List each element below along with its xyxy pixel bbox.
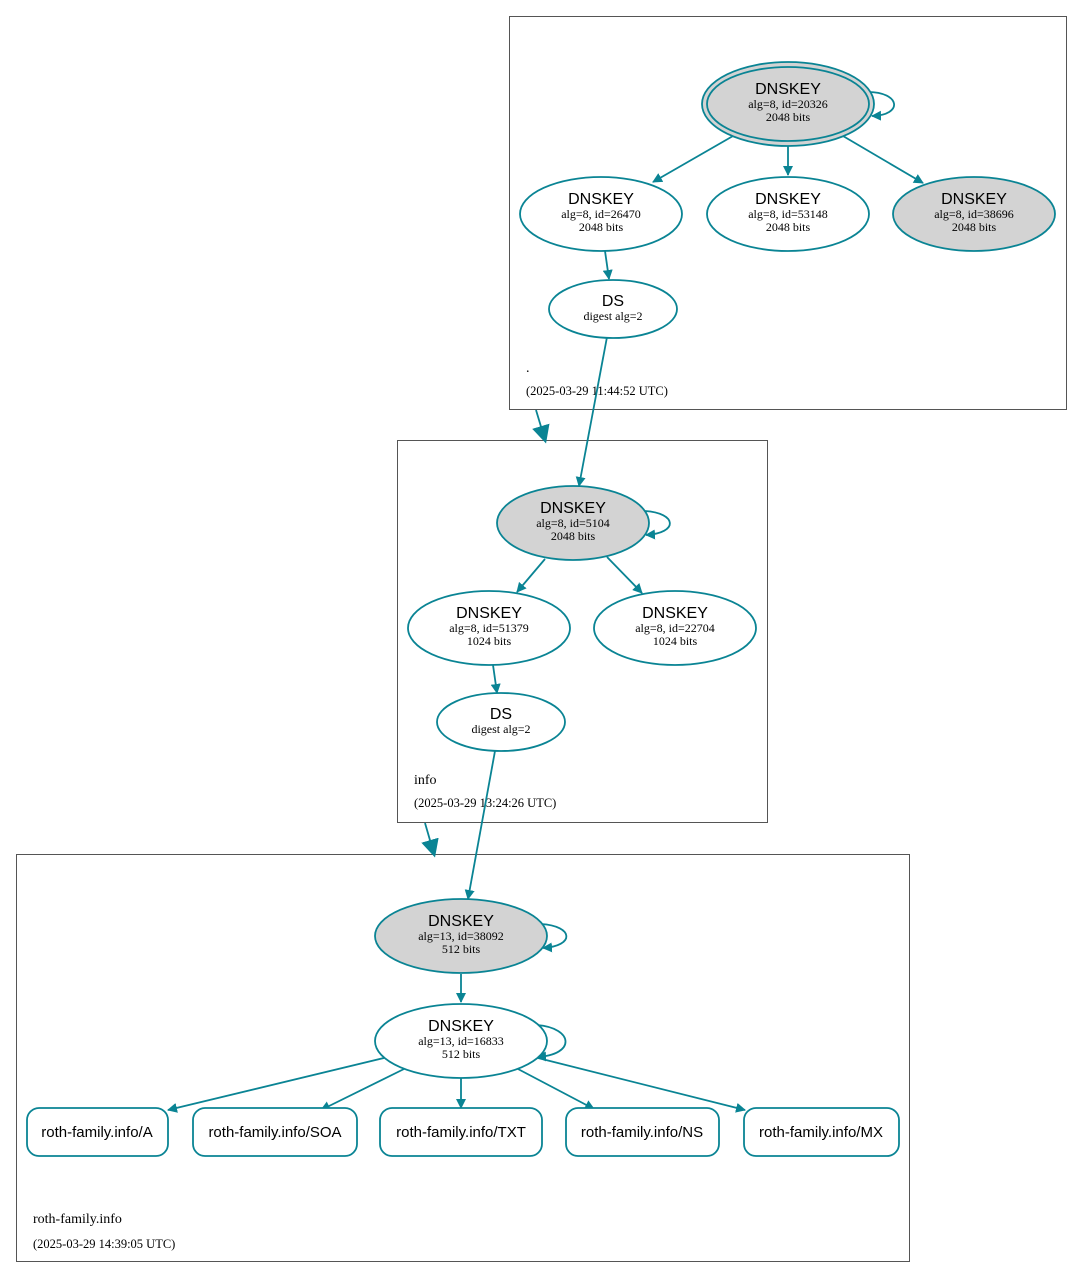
dnskey-node-53148: DNSKEY alg=8, id=53148 2048 bits (706, 176, 870, 252)
dnskey-node-26470: DNSKEY alg=8, id=26470 2048 bits (519, 176, 683, 252)
dnskey-node-38092: DNSKEY alg=13, id=38092 512 bits (374, 898, 548, 974)
ds-node-roth-family: DS digest alg=2 (436, 692, 566, 752)
zone-info (397, 440, 768, 823)
edge (516, 558, 546, 593)
rrset-node-a: roth-family.info/A (26, 1107, 169, 1157)
edge (842, 135, 924, 184)
node-key-size: 2048 bits (766, 220, 811, 234)
node-key-size: 2048 bits (551, 529, 596, 543)
dnskey-node-20326: DNSKEY alg=8, id=20326 2048 bits (701, 61, 875, 147)
delegation-arrow-root-info (532, 409, 550, 444)
node-title: DNSKEY (568, 191, 634, 208)
edge (606, 556, 643, 594)
node-key-info: alg=13, id=38092 (418, 929, 504, 943)
node-digest: digest alg=2 (471, 722, 530, 736)
edge (537, 1057, 746, 1113)
node-key-size: 512 bits (442, 942, 481, 956)
zone-name-root: . (526, 361, 530, 376)
edge (652, 135, 734, 183)
node-key-size: 2048 bits (766, 110, 811, 124)
node-title: DNSKEY (540, 500, 606, 517)
zone-roth-family (16, 854, 910, 1262)
node-key-info: alg=8, id=53148 (748, 207, 828, 221)
node-title: DNSKEY (755, 81, 821, 98)
node-title: DNSKEY (642, 605, 708, 622)
node-key-info: alg=8, id=20326 (748, 97, 828, 111)
node-title: DS (602, 293, 624, 310)
dnskey-node-16833: DNSKEY alg=13, id=16833 512 bits (374, 1003, 548, 1079)
self-loop (540, 923, 568, 953)
node-title: DNSKEY (428, 913, 494, 930)
node-key-size: 1024 bits (653, 634, 698, 648)
rrset-label: roth-family.info/TXT (396, 1124, 526, 1141)
dnskey-node-5104: DNSKEY alg=8, id=5104 2048 bits (496, 485, 650, 561)
node-title: DNSKEY (428, 1018, 494, 1035)
delegation-arrow-info-rf (421, 822, 439, 858)
node-key-info: alg=8, id=38696 (934, 207, 1014, 221)
node-title: DNSKEY (755, 191, 821, 208)
node-title: DS (490, 706, 512, 723)
node-key-size: 512 bits (442, 1047, 481, 1061)
zone-root (509, 16, 1067, 410)
zone-name-info: info (414, 773, 437, 788)
rrset-node-mx: roth-family.info/MX (743, 1107, 900, 1157)
ds-node-info: DS digest alg=2 (548, 279, 678, 339)
node-title: DNSKEY (941, 191, 1007, 208)
rrset-label: roth-family.info/A (41, 1124, 152, 1141)
dnskey-node-22704: DNSKEY alg=8, id=22704 1024 bits (593, 590, 757, 666)
edge (517, 1068, 595, 1110)
self-loop (644, 510, 671, 540)
node-key-size: 1024 bits (467, 634, 512, 648)
node-title: DNSKEY (456, 605, 522, 622)
node-key-info: alg=8, id=5104 (536, 516, 610, 530)
rrset-label: roth-family.info/SOA (208, 1124, 341, 1141)
edge (320, 1068, 405, 1111)
edge (602, 250, 613, 280)
rrset-node-ns: roth-family.info/NS (565, 1107, 720, 1157)
edge (464, 750, 496, 900)
edge (490, 664, 501, 694)
node-key-info: alg=8, id=51379 (449, 621, 529, 635)
edge (167, 1057, 385, 1113)
rrset-label: roth-family.info/MX (759, 1124, 883, 1141)
node-key-size: 2048 bits (579, 220, 624, 234)
self-loop (536, 1024, 567, 1062)
zone-timestamp-roth-family: (2025-03-29 14:39:05 UTC) (33, 1237, 175, 1251)
node-key-info: alg=13, id=16833 (418, 1034, 504, 1048)
node-key-info: alg=8, id=26470 (561, 207, 641, 221)
edge (575, 336, 608, 487)
zone-name-roth-family: roth-family.info (33, 1212, 122, 1227)
dnskey-node-38696: DNSKEY alg=8, id=38696 2048 bits (892, 176, 1056, 252)
node-key-size: 2048 bits (952, 220, 997, 234)
self-loop (867, 91, 895, 121)
dnskey-node-51379: DNSKEY alg=8, id=51379 1024 bits (407, 590, 571, 666)
rrset-node-txt: roth-family.info/TXT (379, 1107, 543, 1157)
rrset-node-soa: roth-family.info/SOA (192, 1107, 358, 1157)
rrset-label: roth-family.info/NS (581, 1124, 703, 1141)
node-key-info: alg=8, id=22704 (635, 621, 715, 635)
node-digest: digest alg=2 (583, 309, 642, 323)
